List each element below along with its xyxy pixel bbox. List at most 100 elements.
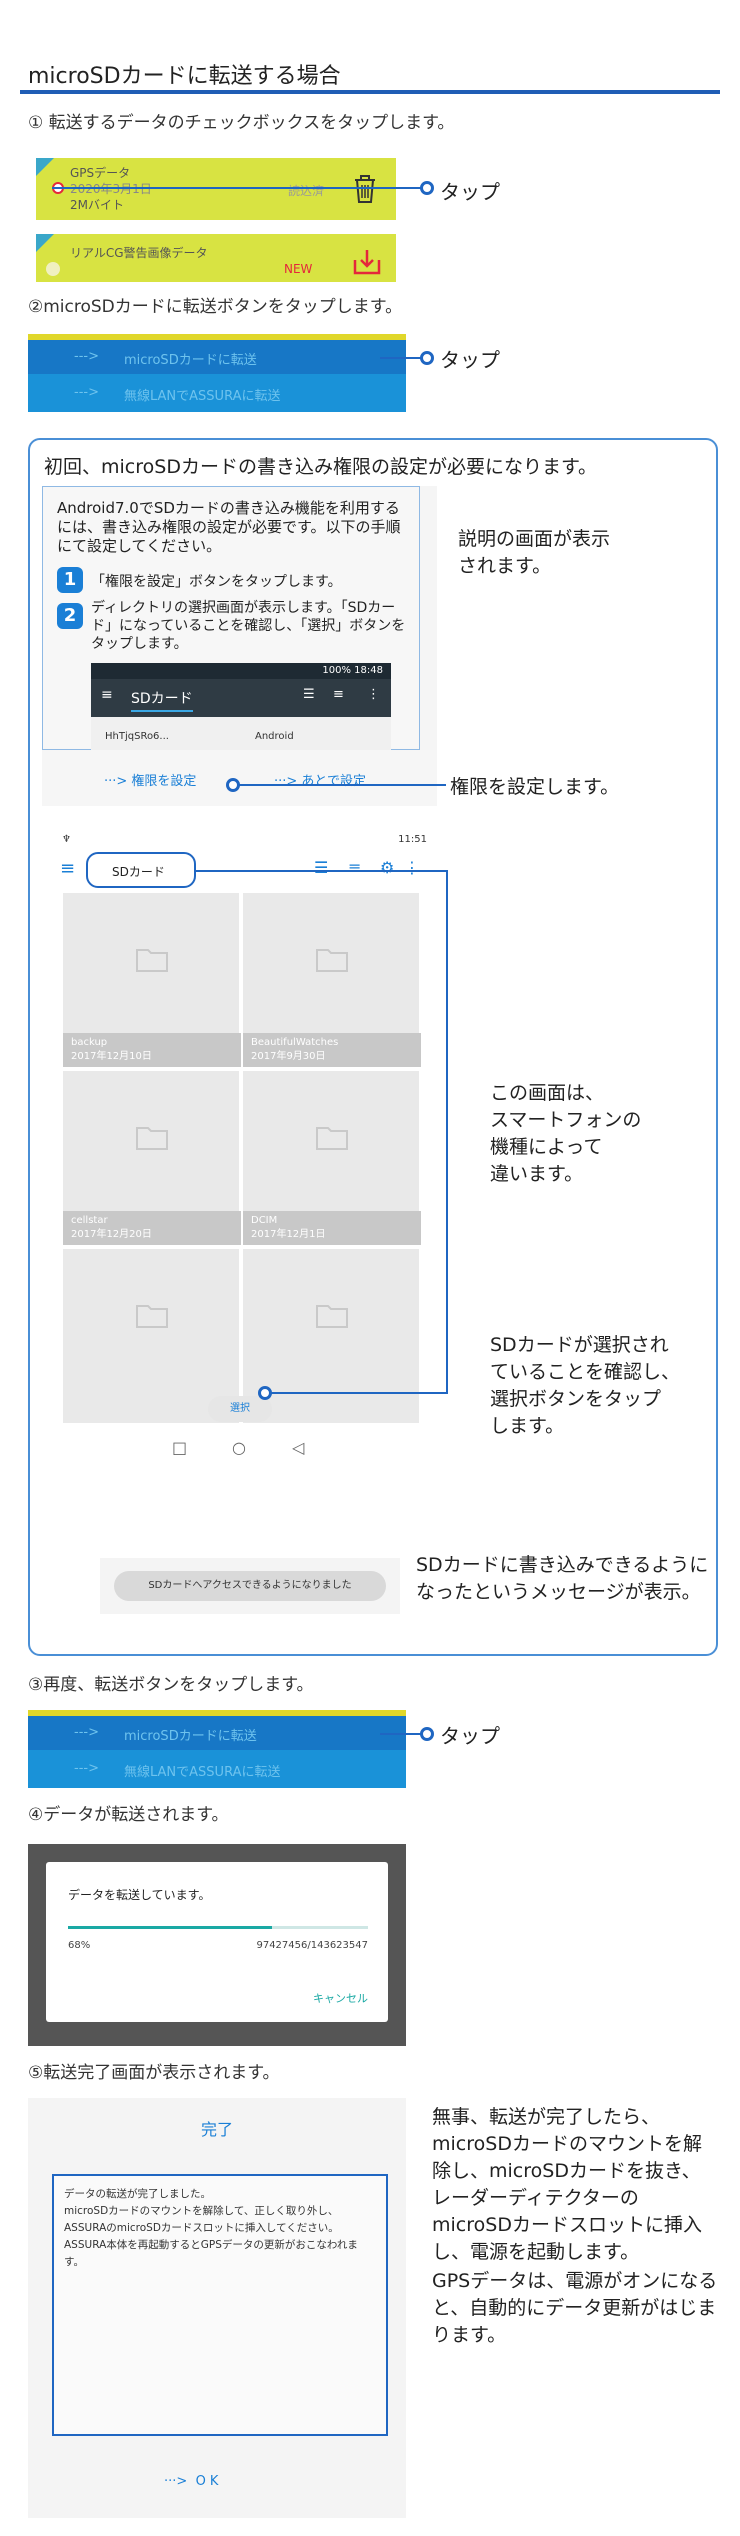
complete-message: データの転送が完了しました。 microSDカードのマウントを解除して、正しく取… bbox=[64, 2188, 358, 2268]
btn-set-permission[interactable]: ···> 権限を設定 bbox=[104, 774, 197, 789]
tap-dot-2 bbox=[420, 351, 434, 365]
tap-callout-3: タップ bbox=[440, 1724, 500, 1748]
mini-title: SDカード bbox=[131, 688, 193, 712]
progress-track bbox=[68, 1926, 368, 1929]
page-title: microSDカードに転送する場合 bbox=[28, 64, 341, 89]
recent-apps-icon[interactable]: □ bbox=[172, 1438, 188, 1457]
list-item-title: リアルCG警告画像データ bbox=[70, 246, 208, 260]
nav-bar: □ ○ ◁ bbox=[42, 1428, 437, 1468]
explain-step-2: ディレクトリの選択画面が表示します。「SDカード」になっていることを確認し、「選… bbox=[91, 600, 406, 652]
list-item-title: GPSデータ bbox=[70, 166, 131, 180]
menu-item-label: microSDカードに転送 bbox=[124, 353, 257, 368]
back-icon[interactable]: ◁ bbox=[292, 1438, 305, 1457]
folder-date: 2017年9月30日 bbox=[251, 1051, 326, 1062]
toast-screen: SDカードへアクセスできるようになりました bbox=[100, 1558, 400, 1614]
folder-name: backup bbox=[71, 1037, 108, 1048]
menu-item-lan[interactable]: ---> 無線LANでASSURAに転送 bbox=[28, 376, 406, 410]
folder-name: cellstar bbox=[71, 1215, 108, 1226]
folder-item[interactable]: BeautifulWatches 2017年9月30日 bbox=[242, 892, 421, 1068]
mini-file-2: Android bbox=[255, 731, 294, 742]
progress-title: データを転送しています。 bbox=[68, 1888, 211, 1902]
folder-icon bbox=[316, 1127, 348, 1150]
complete-message-box: データの転送が完了しました。 microSDカードのマウントを解除して、正しく取… bbox=[52, 2174, 388, 2436]
tap-callout-1: タップ bbox=[440, 180, 500, 204]
list-item-cg[interactable]: リアルCG警告画像データ NEW bbox=[36, 234, 396, 282]
complete-note-1: 無事、転送が完了したら、microSDカードのマウントを解除し、microSDカ… bbox=[432, 2106, 702, 2263]
mini-file-row: HhTjqSRo6... Android bbox=[91, 717, 391, 751]
first-time-permission-section: 初回、microSDカードの書き込み権限の設定が必要になります。 Android… bbox=[28, 438, 718, 1656]
step-2-text: ②microSDカードに転送ボタンをタップします。 bbox=[28, 297, 403, 317]
corner-marker bbox=[36, 158, 54, 176]
tap-line-3 bbox=[380, 1733, 424, 1735]
list-item-gps[interactable]: GPSデータ 2020年3月1日 2Mバイト 読込済 bbox=[36, 158, 396, 220]
explain-screen: Android7.0でSDカードの書き込み機能を利用するには、書き込み権限の設定… bbox=[42, 486, 437, 806]
list-item-size: 2Mバイト bbox=[70, 198, 124, 212]
folder-icon bbox=[136, 1305, 168, 1328]
select-dot bbox=[258, 1386, 272, 1400]
more-icon[interactable]: ⋮ bbox=[404, 858, 420, 877]
folder-name: DCIM bbox=[251, 1215, 278, 1226]
step-3-text: ③再度、転送ボタンをタップします。 bbox=[28, 1675, 314, 1695]
tap-dot-1 bbox=[420, 181, 434, 195]
progress-screen: データを転送しています。 68% 97427456/143623547 キャンセ… bbox=[28, 1844, 406, 2046]
list-item-status: 読込済 bbox=[288, 184, 325, 198]
step-number-badge: 1 bbox=[57, 567, 83, 593]
tap-dot-3 bbox=[420, 1727, 434, 1741]
menu-item-sd[interactable]: ---> microSDカードに転送 bbox=[28, 1716, 406, 1750]
signal-icon: ♆ bbox=[62, 834, 71, 845]
folder-label: BeautifulWatches 2017年9月30日 bbox=[243, 1033, 421, 1067]
status-time: 11:51 bbox=[398, 834, 427, 845]
ok-button[interactable]: ···> O K bbox=[164, 2474, 219, 2489]
home-icon[interactable]: ○ bbox=[232, 1438, 246, 1457]
list-view-icon: ☰ bbox=[303, 687, 315, 702]
ok-label: O K bbox=[195, 2474, 219, 2489]
mini-toolbar: ≡ SDカード ☰ ≡ ⋮ bbox=[91, 679, 391, 717]
menu-item-sd[interactable]: ---> microSDカードに転送 bbox=[28, 340, 406, 374]
complete-title: 完了 bbox=[200, 2120, 233, 2139]
perm-dot bbox=[226, 778, 240, 792]
menu-item-lan[interactable]: ---> 無線LANでASSURAに転送 bbox=[28, 1752, 406, 1786]
device-callout: この画面は、 スマートフォンの 機種によって 違います。 bbox=[490, 1082, 642, 1185]
folder-icon bbox=[316, 1305, 348, 1328]
sd-title-highlight[interactable]: SDカード bbox=[86, 852, 196, 888]
list-view-icon[interactable]: ☰ bbox=[314, 858, 329, 877]
step-5-text: ⑤転送完了画面が表示されます。 bbox=[28, 2063, 280, 2083]
progress-bytes: 97427456/143623547 bbox=[256, 1940, 368, 1951]
list-item-status: NEW bbox=[284, 262, 313, 276]
folder-item[interactable] bbox=[62, 1248, 240, 1424]
sort-icon: ≡ bbox=[333, 687, 344, 702]
folder-icon bbox=[316, 949, 348, 972]
menu-item-label: 無線LANでASSURAに転送 bbox=[124, 1765, 281, 1780]
mini-picker-preview: 100% 18:48 ≡ SDカード ☰ ≡ ⋮ HhTjqSRo6... An… bbox=[91, 663, 391, 751]
sort-icon[interactable]: ≡ bbox=[348, 858, 362, 877]
cancel-button[interactable]: キャンセル bbox=[313, 1992, 368, 2005]
menu-item-label: microSDカードに転送 bbox=[124, 1729, 257, 1744]
checkbox[interactable] bbox=[46, 262, 60, 276]
complete-note-2: GPSデータは、電源がオンになると、自動的にデータ更新がはじまります。 bbox=[432, 2270, 718, 2346]
transfer-menu: ---> microSDカードに転送 ---> 無線LANでASSURAに転送 bbox=[28, 334, 406, 412]
corner-marker bbox=[36, 234, 54, 252]
arrow-icon: ---> bbox=[74, 349, 99, 364]
menu-icon: ≡ bbox=[101, 687, 113, 703]
perm-callout: 権限を設定します。 bbox=[450, 776, 620, 798]
settings-icon[interactable]: ⚙ bbox=[380, 858, 395, 877]
list-item-date: 2020年3月1日 bbox=[70, 182, 152, 196]
btn-set-later[interactable]: ···> あとで設定 bbox=[274, 774, 367, 789]
explain-step-1: 「権限を設定」ボタンをタップします。 bbox=[91, 574, 342, 590]
folder-name: BeautifulWatches bbox=[251, 1037, 339, 1048]
complete-screen: 完了 データの転送が完了しました。 microSDカードのマウントを解除して、正… bbox=[28, 2098, 406, 2518]
download-icon[interactable] bbox=[352, 248, 382, 276]
select-button[interactable]: 選択 bbox=[208, 1396, 272, 1422]
select-callout: SDカードが選択され ていることを確認し、 選択ボタンをタップ します。 bbox=[490, 1334, 681, 1437]
title-connector-h bbox=[196, 870, 448, 872]
menu-icon[interactable]: ≡ bbox=[60, 858, 76, 879]
toast-message: SDカードへアクセスできるようになりました bbox=[114, 1571, 386, 1601]
